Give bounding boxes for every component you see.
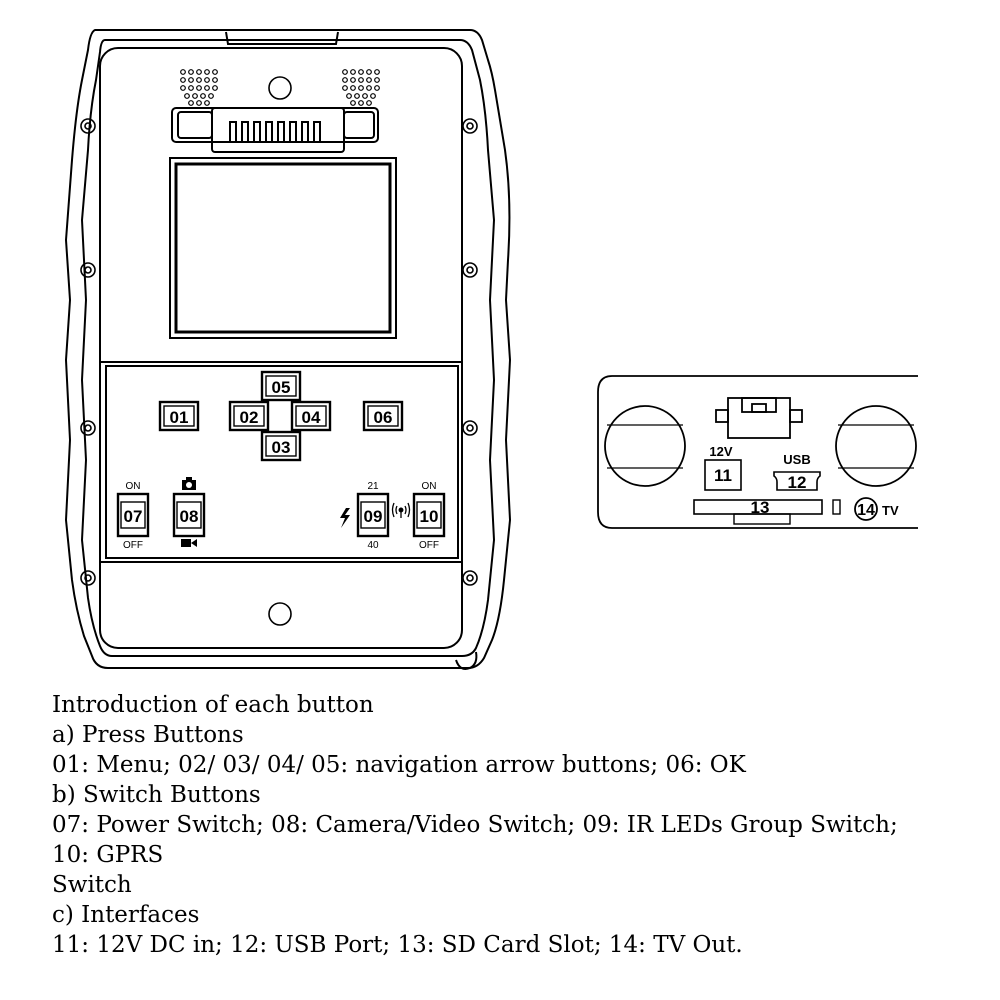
interface-panel [597, 375, 918, 529]
section-a-heading: a) Press Buttons [52, 722, 244, 748]
lcd-screen [169, 157, 397, 339]
screw [462, 570, 478, 586]
latch-bar [171, 107, 379, 153]
screw [80, 420, 96, 436]
housing-face [99, 47, 463, 649]
section-b-text-2: 10: GPRS [52, 842, 164, 868]
button-05[interactable]: 05 [260, 370, 302, 402]
top-tab [225, 31, 339, 45]
usb-label: USB [783, 452, 810, 467]
screw [462, 118, 478, 134]
screw [80, 262, 96, 278]
button-03[interactable]: 03 [260, 430, 302, 462]
button-02-label: 02 [240, 408, 259, 427]
switch-09[interactable]: 09 [356, 492, 390, 538]
sd-indicator [832, 499, 841, 515]
section-c-text: 11: 12V DC in; 12: USB Port; 13: SD Card… [52, 932, 743, 958]
camera-icon [182, 477, 196, 490]
button-06-label: 06 [374, 408, 393, 427]
left-lens [604, 405, 686, 487]
control-panel [105, 365, 459, 559]
right-lens [835, 405, 917, 487]
ir-bottom-label: 40 [367, 540, 379, 551]
sd-card-label: 13 [751, 498, 770, 517]
power-on-label: ON [126, 481, 141, 492]
bottom-sensor [268, 602, 292, 626]
gprs-on-label: ON [422, 481, 437, 492]
wireless-signal-icon [391, 502, 411, 518]
speaker-grille-right [342, 69, 380, 106]
switch-09-label: 09 [364, 507, 383, 526]
button-06[interactable]: 06 [362, 400, 404, 432]
speaker-grille-left [180, 69, 218, 106]
button-04-label: 04 [302, 408, 321, 427]
section-b-heading: b) Switch Buttons [52, 782, 261, 808]
intro-heading: Introduction of each button [52, 692, 374, 718]
port-11[interactable]: 11 [704, 459, 742, 491]
screw [462, 262, 478, 278]
button-introduction: Introduction of each button a) Press But… [52, 690, 992, 960]
port-14[interactable]: 14 [854, 497, 878, 521]
tv-label: TV [882, 503, 899, 518]
screw [80, 570, 96, 586]
lightning-icon [340, 508, 350, 528]
screw [80, 118, 96, 134]
button-05-label: 05 [272, 378, 291, 397]
power-off-label: OFF [123, 540, 143, 551]
gprs-off-label: OFF [419, 540, 439, 551]
switch-08-label: 08 [180, 507, 199, 526]
button-02[interactable]: 02 [228, 400, 270, 432]
switch-07[interactable]: 07 [116, 492, 150, 538]
camera-diagram: 01 02 04 05 03 06 ON 07 OFF [64, 29, 918, 670]
port-12-label: 12 [788, 473, 807, 492]
top-connector [715, 397, 803, 439]
button-01[interactable]: 01 [158, 400, 200, 432]
port-14-label: 14 [857, 502, 875, 519]
switch-10-label: 10 [420, 507, 439, 526]
port-11-label: 11 [714, 466, 732, 485]
video-camera-icon [181, 539, 197, 547]
dc-label: 12V [709, 444, 732, 459]
switch-07-label: 07 [124, 507, 143, 526]
screw [462, 420, 478, 436]
switch-08[interactable]: 08 [172, 492, 206, 538]
light-sensor [268, 76, 292, 100]
button-04[interactable]: 04 [290, 400, 332, 432]
ir-top-label: 21 [367, 481, 379, 492]
housing-outer [64, 29, 512, 669]
switch-10[interactable]: 10 [412, 492, 446, 538]
section-c-heading: c) Interfaces [52, 902, 200, 928]
section-b-text-1: 07: Power Switch; 08: Camera/Video Switc… [52, 812, 898, 838]
section-a-text: 01: Menu; 02/ 03/ 04/ 05: navigation arr… [52, 752, 746, 778]
button-01-label: 01 [170, 408, 189, 427]
section-b-text-3: Switch [52, 872, 132, 898]
sd-card-slot[interactable]: 13 [693, 498, 823, 525]
port-12[interactable]: 12 [773, 471, 821, 492]
button-03-label: 03 [272, 438, 291, 457]
